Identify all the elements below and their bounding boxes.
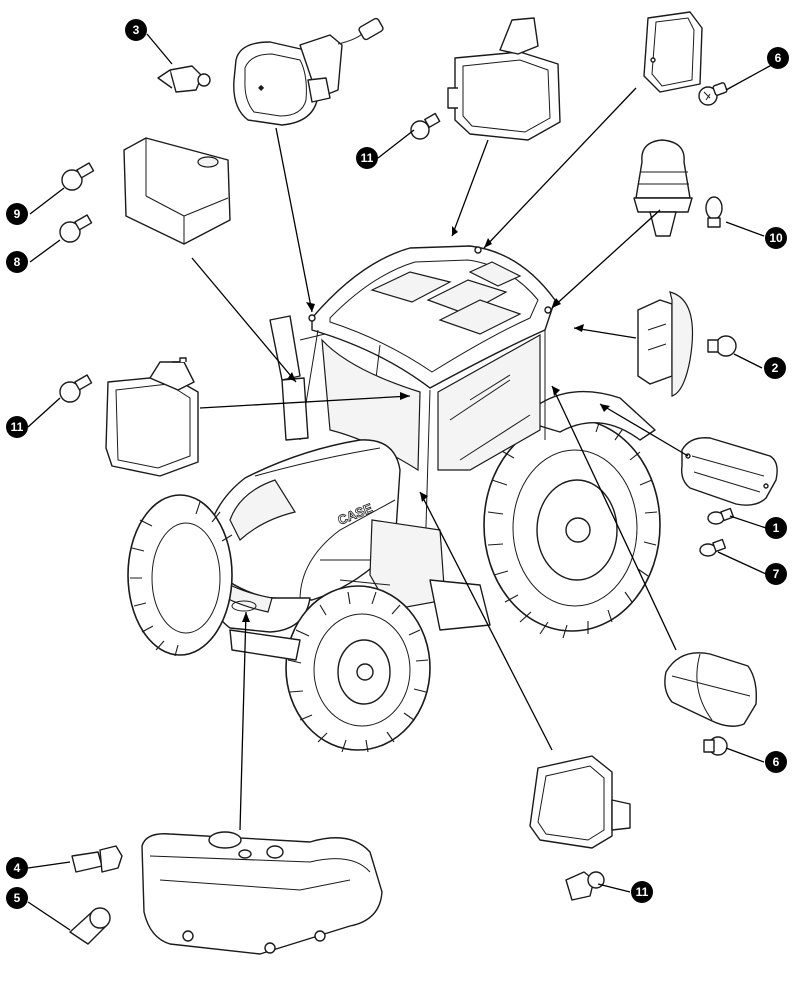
rear-side-lamp: [637, 291, 693, 397]
callout-6-upper: 6: [767, 47, 789, 69]
bulb-6-upper: [698, 82, 728, 106]
work-lamp-roof-left: ◆: [233, 17, 384, 126]
callout-1-label: 1: [773, 521, 780, 535]
tractor: CASE: [127, 245, 661, 753]
bulb-2: [707, 335, 737, 357]
callout-3-label: 3: [133, 23, 140, 37]
bulb-5: [69, 907, 111, 945]
leader-lines: [27, 33, 778, 931]
callout-9: 9: [6, 203, 28, 225]
beacon-lamp: [633, 139, 693, 237]
front-right-wheel: [285, 585, 431, 753]
front-headlamp-unit: [141, 831, 383, 955]
work-lamp-roof-centre: [447, 17, 561, 141]
callout-8-label: 8: [14, 255, 21, 269]
callout-6-upper-label: 6: [775, 51, 782, 65]
bulb-11-lower: [565, 871, 605, 901]
callout-7-label: 7: [773, 567, 780, 581]
bulb-3: [157, 65, 211, 93]
callout-9-label: 9: [14, 207, 21, 221]
callout-5-label: 5: [14, 891, 21, 905]
bulb-11-upper: [410, 112, 441, 140]
rear-fender: [519, 390, 656, 441]
front-left-wheel: [127, 494, 233, 657]
work-lamp-left: [105, 357, 199, 477]
callout-11-left-label: 11: [11, 420, 24, 434]
bulb-10: [705, 196, 723, 228]
lamp-cover: [123, 137, 231, 245]
bulb-8: [59, 214, 93, 243]
callout-11-upper-label: 11: [361, 151, 374, 165]
callout-2-label: 2: [772, 361, 779, 375]
callout-7: 7: [765, 563, 787, 585]
rear-right-wheel: [483, 418, 661, 639]
callout-5: 5: [6, 887, 28, 909]
callout-8: 8: [6, 251, 28, 273]
cab-marker-lamp: [643, 11, 703, 93]
rear-tail-lamp: [680, 437, 778, 506]
bulb-7: [699, 538, 727, 557]
bulb-4: [71, 845, 123, 873]
cab: [269, 245, 556, 561]
bulb-1: [707, 507, 735, 525]
callout-10: 10: [765, 227, 787, 249]
callout-4-label: 4: [14, 861, 21, 875]
indicator-lamp: [664, 652, 758, 727]
callout-6-lower-label: 6: [773, 755, 780, 769]
callout-3: 3: [125, 19, 147, 41]
callout-1: 1: [765, 517, 787, 539]
callout-6-lower: 6: [765, 751, 787, 773]
callout-11-lower-label: 11: [636, 885, 649, 899]
svg-text:◆: ◆: [258, 83, 265, 92]
callout-4: 4: [6, 857, 28, 879]
bulb-9: [61, 162, 95, 191]
callout-11-left: 11: [6, 416, 28, 438]
bulb-11-left: [59, 374, 93, 403]
hood: CASE: [204, 439, 491, 633]
work-lamp-lower: [529, 755, 631, 849]
callout-10-label: 10: [769, 231, 783, 245]
bulb-6-lower: [703, 736, 728, 756]
callout-11-lower: 11: [631, 881, 653, 903]
callout-11-upper: 11: [356, 147, 378, 169]
callout-2: 2: [764, 357, 786, 379]
